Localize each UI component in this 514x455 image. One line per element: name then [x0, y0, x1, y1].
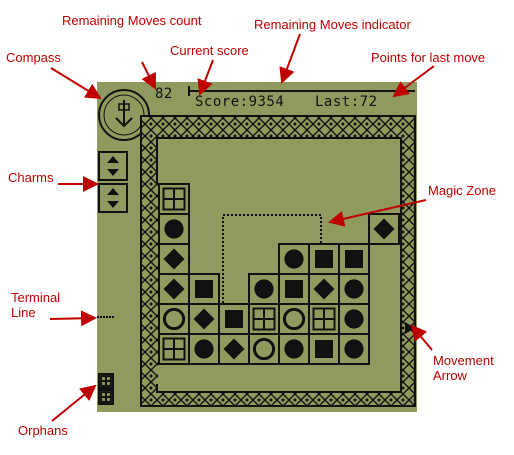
tile-square[interactable] — [308, 333, 340, 365]
game-board-svg — [97, 86, 416, 407]
charm-arrows-1-icon[interactable] — [98, 151, 128, 181]
tile-circle[interactable] — [248, 273, 280, 305]
tile-ring[interactable] — [158, 303, 190, 335]
movement-arrow-label-text: Movement Arrow — [433, 353, 494, 383]
charms-label: Charms — [8, 170, 54, 185]
tile-square[interactable] — [338, 243, 370, 275]
tile-diamond[interactable] — [308, 273, 340, 305]
magic-zone-label: Magic Zone — [428, 183, 496, 198]
tile-ring[interactable] — [278, 303, 310, 335]
tile-diamond[interactable] — [158, 273, 190, 305]
game-screen[interactable]: 82 Score:9354 Last:72 — [97, 82, 417, 412]
tile-diamond[interactable] — [188, 303, 220, 335]
terminal-line-label: Terminal Line — [11, 290, 60, 320]
tile-square[interactable] — [188, 273, 220, 305]
tile-circle[interactable] — [338, 333, 370, 365]
movement-arrow-icon — [405, 322, 415, 334]
tile-circle[interactable] — [278, 333, 310, 365]
orphan-cross — [98, 373, 114, 389]
tile-circle[interactable] — [158, 213, 190, 245]
tile-cross[interactable] — [158, 333, 190, 365]
orphans-label: Orphans — [18, 423, 68, 438]
remaining-moves-count-label: Remaining Moves count — [62, 13, 202, 28]
orphan-cross — [98, 389, 114, 405]
tile-circle[interactable] — [188, 333, 220, 365]
remaining-moves-indicator-label: Remaining Moves indicator — [254, 17, 411, 32]
terminal-line-label-text: Terminal Line — [11, 290, 61, 320]
last-move-points: Last:72 — [315, 94, 378, 110]
tile-circle[interactable] — [278, 243, 310, 275]
tile-cross[interactable] — [308, 303, 340, 335]
charms-stack — [98, 151, 128, 213]
orphans-stack — [98, 373, 114, 405]
tile-circle[interactable] — [338, 303, 370, 335]
tile-square[interactable] — [278, 273, 310, 305]
tile-diamond[interactable] — [158, 243, 190, 275]
tile-cross[interactable] — [158, 183, 190, 215]
tile-square[interactable] — [218, 303, 250, 335]
current-score: Score:9354 — [195, 94, 285, 110]
tile-square[interactable] — [308, 243, 340, 275]
points-last-move-label: Points for last move — [371, 50, 486, 65]
tile-cross[interactable] — [248, 303, 280, 335]
tile-circle[interactable] — [338, 273, 370, 305]
tile-diamond[interactable] — [218, 333, 250, 365]
tile-ring[interactable] — [248, 333, 280, 365]
remaining-moves-count: 82 — [155, 86, 173, 102]
movement-arrow-label: Movement Arrow — [433, 353, 494, 383]
current-score-label: Current score — [170, 43, 249, 58]
tile-grid — [158, 183, 400, 365]
tile-diamond[interactable] — [368, 213, 400, 245]
charm-arrows-2-icon[interactable] — [98, 183, 128, 213]
compass-label: Compass — [6, 50, 61, 65]
